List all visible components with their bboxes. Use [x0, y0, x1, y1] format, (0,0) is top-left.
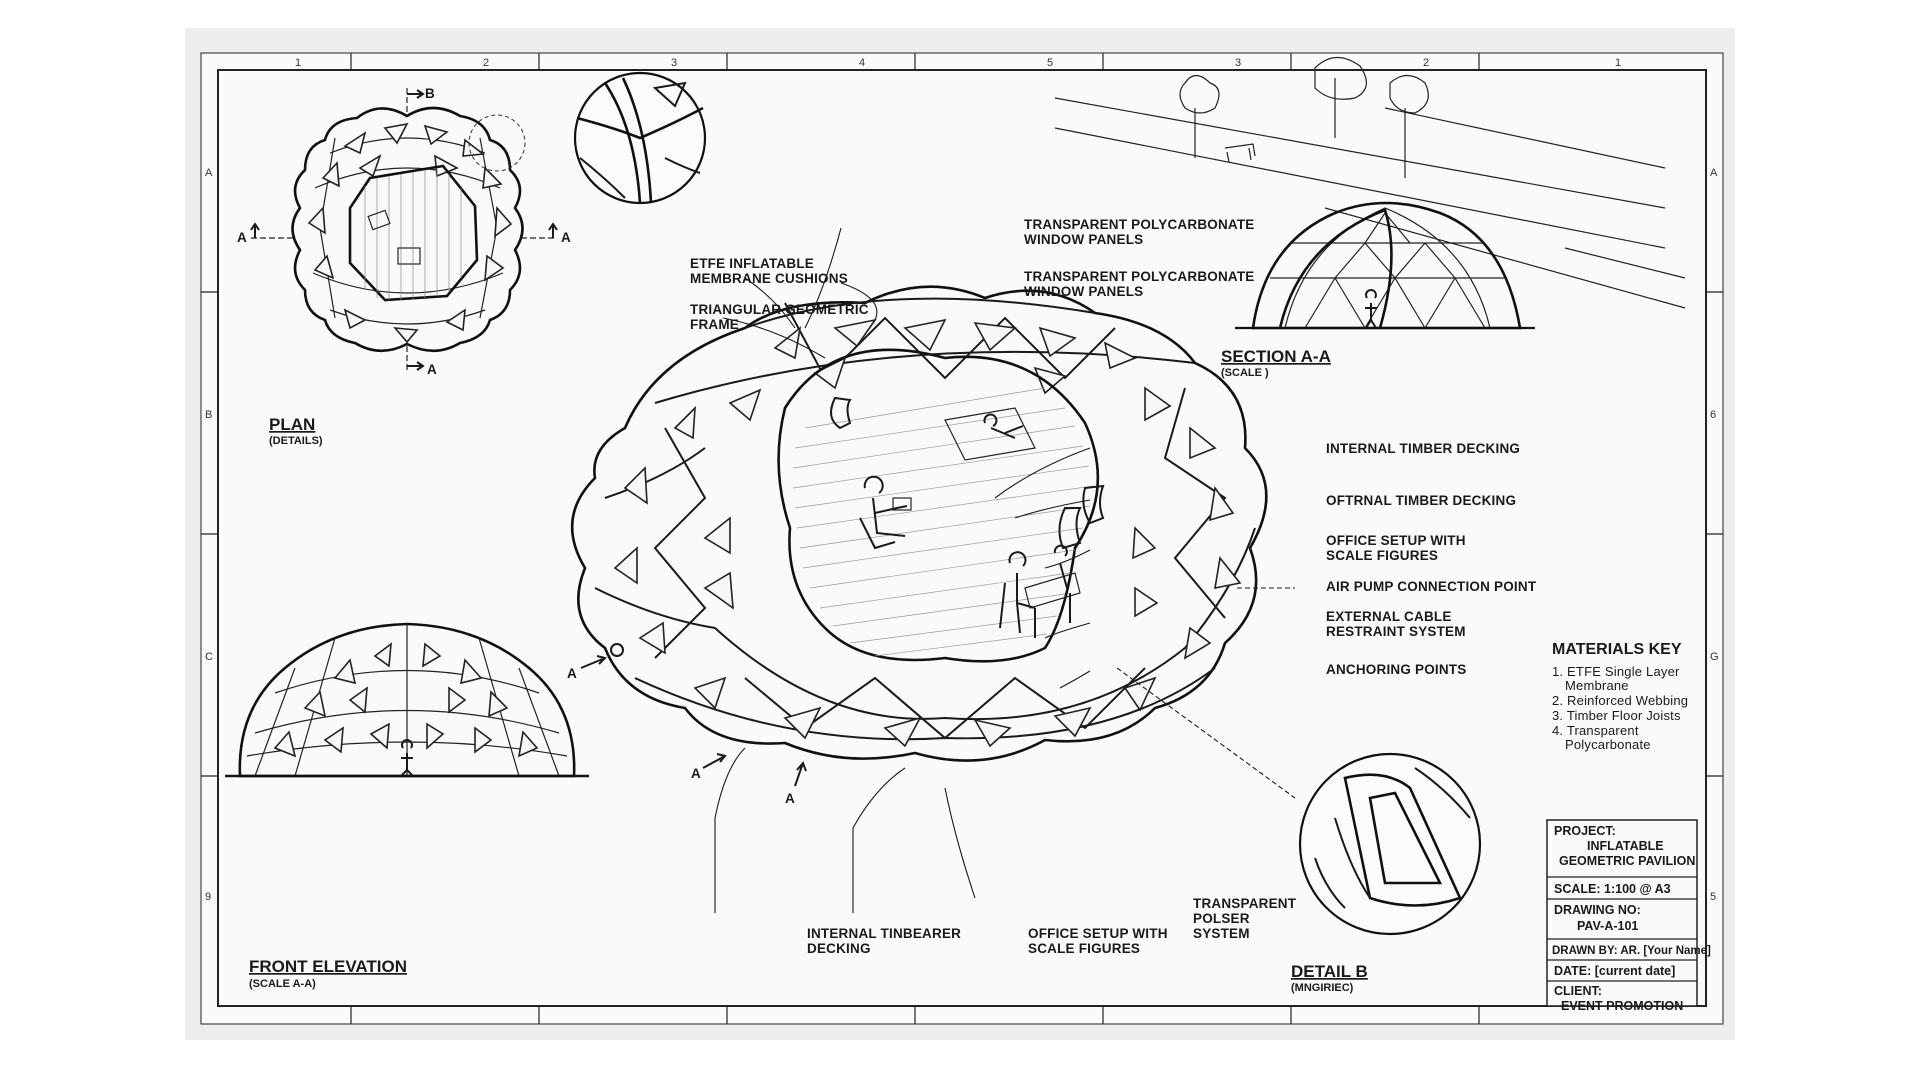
callout-polser-3: SYSTEM: [1193, 926, 1250, 941]
scale-figure: [1365, 289, 1377, 329]
callout-office-1: OFFICE SETUP WITH: [1326, 533, 1466, 548]
materials-line-1: 1. ETFE Single Layer: [1552, 664, 1680, 679]
drawing-sheet: 1 2 3 4 5 3 2 1 A B C 9 A 6 G 5: [185, 28, 1735, 1040]
callout-window2-1: TRANSPARENT POLYCARBONATE: [1024, 269, 1255, 284]
bench: [1224, 143, 1256, 163]
outer-border: [200, 52, 1724, 1025]
project-name-1: INFLATABLE: [1587, 839, 1664, 853]
callout-frame-2: FRAME: [690, 317, 739, 332]
office-setup-figures: [830, 396, 1105, 638]
plan-mark-b: B: [425, 86, 435, 101]
grid-right-6: 6: [1710, 409, 1716, 421]
callout-etfe-1: ETFE INFLATABLE: [690, 256, 814, 271]
materials-line-4: 3. Timber Floor Joists: [1552, 708, 1681, 723]
callout-anchor: ANCHORING POINTS: [1326, 662, 1466, 677]
view-mark-arrow-1: [580, 655, 607, 669]
callout-decking: INTERNAL TIMBER DECKING: [1326, 441, 1520, 456]
project-label: PROJECT:: [1554, 824, 1616, 838]
background-trees: [1179, 56, 1429, 178]
drawing-no-label: DRAWING NO:: [1554, 903, 1641, 917]
view-mark-2: A: [691, 766, 701, 781]
detail-b-title: DETAIL B: [1291, 962, 1368, 981]
grid-top-2: 2: [483, 57, 489, 69]
window-panels: [613, 318, 1242, 748]
grid-left-c: C: [205, 651, 213, 663]
materials-line-3: 2. Reinforced Webbing: [1552, 693, 1688, 708]
view-mark-3: A: [785, 791, 795, 806]
callout-oftrnal: OFTRNAL TIMBER DECKING: [1326, 493, 1516, 508]
front-elevation-view: [225, 622, 589, 778]
scale-value: SCALE: 1:100 @ A3: [1554, 882, 1671, 896]
materials-key-title: MATERIALS KEY: [1552, 641, 1682, 658]
client-label: CLIENT:: [1554, 984, 1602, 998]
grid-right-a: A: [1710, 167, 1718, 179]
callout-frame-1: TRIANGULAR GEOMETRIC: [690, 302, 869, 317]
view-mark-arrow-3: [794, 761, 807, 787]
air-pump-connection: [610, 643, 624, 657]
callout-cable-1: EXTERNAL CABLE: [1326, 609, 1452, 624]
section-aa-subtitle: (SCALE ): [1221, 367, 1269, 379]
callout-air: AIR PUMP CONNECTION POINT: [1326, 579, 1537, 594]
callout-polser-1: TRANSPARENT: [1193, 896, 1297, 911]
title-block: [1546, 819, 1698, 1007]
plan-outline: [291, 106, 524, 353]
drawn-by: DRAWN BY: AR. [Your Name]: [1552, 945, 1711, 957]
project-name-2: GEOMETRIC PAVILION: [1559, 854, 1695, 868]
client-value: EVENT PROMOTION: [1561, 999, 1683, 1013]
grid-top-3: 3: [671, 57, 677, 69]
plan-subtitle: (DETAILS): [269, 435, 323, 447]
grid-right-g: G: [1710, 651, 1719, 663]
pavilion-drawing: 1 2 3 4 5 3 2 1 A B C 9 A 6 G 5: [200, 52, 1724, 1025]
deck-opening: [777, 348, 1100, 663]
grid-top-4: 4: [859, 57, 865, 69]
callout-office-2: SCALE FIGURES: [1326, 548, 1438, 563]
section-outline: [1251, 201, 1522, 330]
view-mark-1: A: [567, 666, 577, 681]
callout-office2-2: SCALE FIGURES: [1028, 941, 1140, 956]
grid-top-7: 2: [1423, 57, 1429, 69]
callout-office2-1: OFFICE SETUP WITH: [1028, 926, 1168, 941]
section-aa-title: SECTION A-A: [1221, 347, 1331, 366]
callout-window1-2: WINDOW PANELS: [1024, 232, 1143, 247]
date-value: DATE: [current date]: [1554, 964, 1675, 978]
callout-tinbearer-1: INTERNAL TINBEARER: [807, 926, 961, 941]
materials-line-6: Polycarbonate: [1565, 737, 1651, 752]
top-detail-circle: [573, 71, 707, 205]
plan-deck-opening: [348, 164, 479, 302]
callout-window2-2: WINDOW PANELS: [1024, 284, 1143, 299]
plan-mark-a-right: A: [561, 230, 571, 245]
callout-leaders: [714, 227, 1296, 913]
drawing-no-value: PAV-A-101: [1577, 919, 1638, 933]
front-elevation-subtitle: (SCALE A-A): [249, 978, 316, 990]
grid-right-5: 5: [1710, 891, 1716, 903]
callout-etfe-2: MEMBRANE CUSHIONS: [690, 271, 848, 286]
plan-mark-a-left: A: [237, 230, 247, 245]
grid-left-9: 9: [205, 891, 211, 903]
callout-window1-1: TRANSPARENT POLYCARBONATE: [1024, 217, 1255, 232]
front-elevation-title: FRONT ELEVATION: [249, 957, 407, 976]
detail-b-subtitle: (MNGIRIEC): [1291, 982, 1354, 994]
timber-decking: [792, 387, 1094, 657]
callout-tinbearer-2: DECKING: [807, 941, 871, 956]
section-aa-view: [1054, 56, 1686, 330]
materials-line-5: 4. Transparent: [1552, 723, 1639, 738]
detail-b-view: [1298, 752, 1482, 936]
materials-line-2: Membrane: [1565, 678, 1629, 693]
detail-b-circle: [468, 114, 526, 172]
grid-top-1: 1: [295, 57, 301, 69]
main-pavilion-view: [570, 285, 1268, 762]
plan-mark-a-bottom: A: [427, 362, 437, 377]
plan-title: PLAN: [269, 415, 315, 434]
grid-left-a: A: [205, 167, 213, 179]
grid-top-8: 1: [1615, 57, 1621, 69]
inner-border: [217, 69, 1707, 1007]
view-mark-arrow-2: [702, 753, 727, 769]
grid-top-5: 5: [1047, 57, 1053, 69]
plan-view: [250, 88, 558, 373]
callout-polser-2: POLSER: [1193, 911, 1250, 926]
grid-top-6: 3: [1235, 57, 1241, 69]
grid-ticks: [201, 53, 1723, 1024]
grid-left-b: B: [205, 409, 212, 421]
callout-cable-2: RESTRAINT SYSTEM: [1326, 624, 1466, 639]
